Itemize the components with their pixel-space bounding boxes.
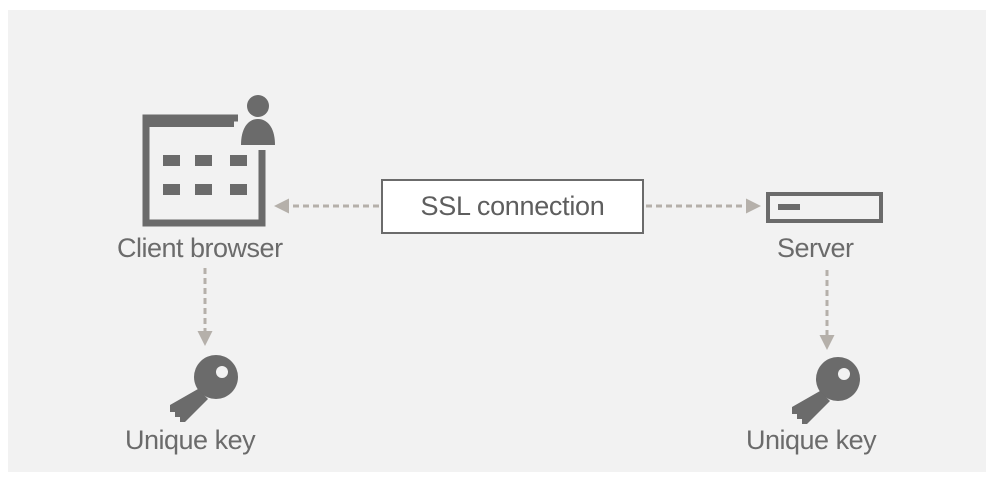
key-icon [792, 357, 860, 424]
key-icon [170, 355, 238, 422]
server-icon [766, 192, 883, 223]
client-browser-label: Client browser [117, 233, 283, 263]
server-unique-key-label: Unique key [746, 425, 877, 455]
ssl-connection-label: SSL connection [420, 191, 605, 221]
browser-window-user-icon [142, 92, 282, 227]
ssl-connection-box: SSL connection [381, 179, 644, 234]
server-label: Server [777, 233, 854, 263]
client-unique-key-label: Unique key [125, 425, 256, 455]
